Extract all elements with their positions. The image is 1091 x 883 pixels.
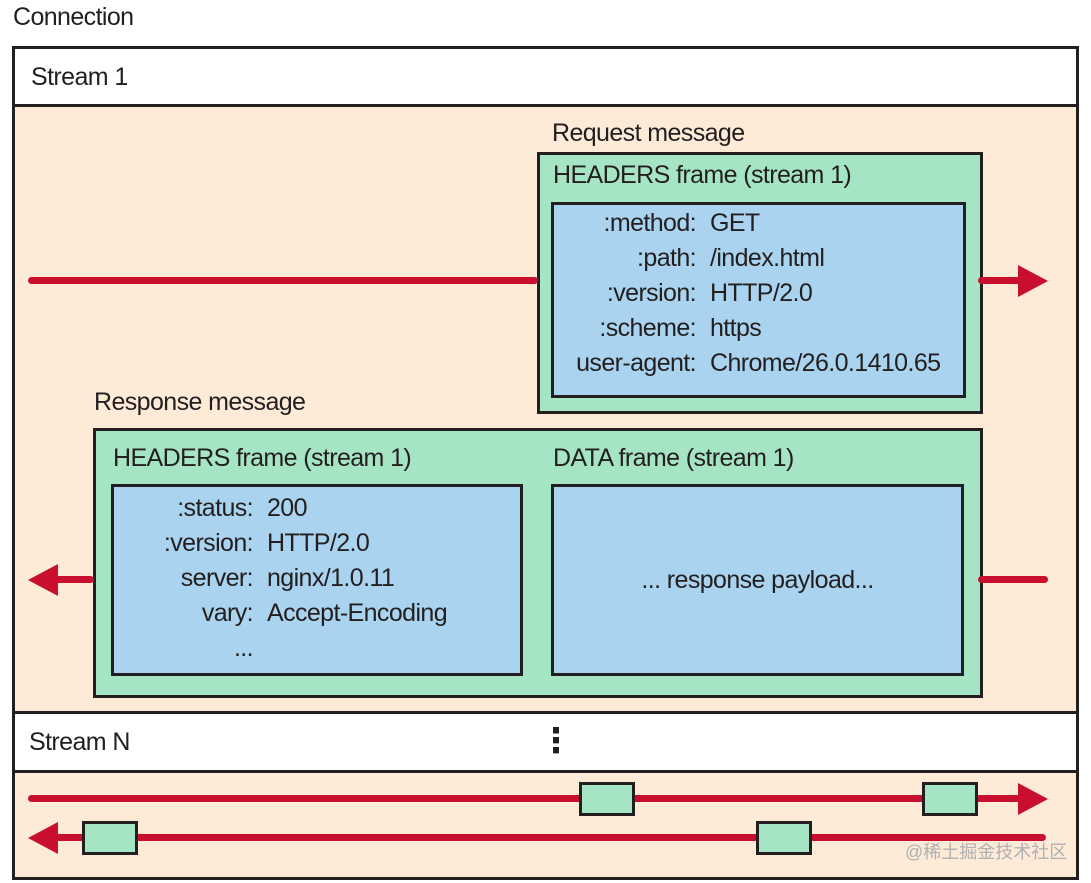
header-row: :version: HTTP/2.0 xyxy=(566,276,940,311)
header-value: nginx/1.0.11 xyxy=(267,564,395,592)
response-data-frame-title: DATA frame (stream 1) xyxy=(553,444,794,472)
header-key: :scheme: xyxy=(599,314,696,342)
watermark: @稀土掘金技术社区 xyxy=(905,842,1068,862)
response-payload: ... response payload... xyxy=(641,566,874,594)
request-message-heading: Request message xyxy=(552,119,745,147)
right-arrow-head-icon xyxy=(1018,265,1048,297)
stream-n-outgoing-line xyxy=(28,795,1024,802)
header-key: server: xyxy=(180,564,254,592)
frame-block xyxy=(82,821,138,855)
frame-block xyxy=(756,821,812,855)
header-value: Accept-Encoding xyxy=(267,599,448,627)
header-key: user-agent: xyxy=(576,349,696,377)
request-arrow-line-right xyxy=(978,277,1024,284)
header-value: Chrome/26.0.1410.65 xyxy=(710,349,941,377)
stream-n-incoming-line xyxy=(50,834,1046,841)
header-row: server: nginx/1.0.11 xyxy=(126,561,447,596)
header-value: 200 xyxy=(267,494,308,522)
header-row: :path: /index.html xyxy=(566,241,940,276)
response-data-block: ... response payload... xyxy=(551,484,964,676)
header-row: user-agent: Chrome/26.0.1410.65 xyxy=(566,346,941,381)
header-key: :version: xyxy=(606,279,697,307)
request-arrow-line-left xyxy=(28,277,538,284)
response-arrow-line-right xyxy=(978,576,1048,583)
frame-block xyxy=(579,782,635,816)
stream-n-band: Stream N ⋮ xyxy=(15,711,1076,773)
header-row: :status: 200 xyxy=(126,491,447,526)
left-arrow-head-icon xyxy=(28,822,58,854)
response-headers-block: :status: 200 :version: HTTP/2.0 server: ngi… xyxy=(111,484,523,676)
response-frame: HEADERS frame (stream 1) DATA frame (str… xyxy=(93,428,983,698)
response-arrow-line-left xyxy=(50,576,94,583)
connection-box: Stream 1 Request message HEADERS frame (… xyxy=(12,46,1079,880)
header-row: :method: GET xyxy=(566,206,940,241)
stream-n-label: Stream N xyxy=(29,728,130,756)
request-headers-list: :method: GET :path: /index.html :version: H… xyxy=(566,206,941,381)
vertical-ellipsis: ⋮ xyxy=(539,722,573,760)
header-row: :version: HTTP/2.0 xyxy=(126,526,447,561)
request-headers-frame: HEADERS frame (stream 1) :method: GET :pa… xyxy=(537,152,983,414)
request-headers-block: :method: GET :path: /index.html :version: H… xyxy=(551,202,966,398)
stream-1-label: Stream 1 xyxy=(31,63,128,91)
header-key: :method: xyxy=(603,209,697,237)
response-message-heading: Response message xyxy=(94,388,306,416)
header-row: :scheme: https xyxy=(566,311,940,346)
header-row: ... xyxy=(126,631,447,666)
response-headers-list: :status: 200 :version: HTTP/2.0 server: ngi… xyxy=(126,491,448,666)
header-key: :path: xyxy=(637,244,697,272)
connection-title: Connection xyxy=(13,3,134,31)
left-arrow-head-icon xyxy=(28,564,58,596)
header-key: ... xyxy=(233,634,254,662)
header-value: HTTP/2.0 xyxy=(267,529,370,557)
request-headers-frame-title: HEADERS frame (stream 1) xyxy=(553,161,852,189)
right-arrow-head-icon xyxy=(1018,783,1048,815)
header-key: vary: xyxy=(201,599,254,627)
stream-1-band: Stream 1 xyxy=(15,49,1076,107)
header-key: :status: xyxy=(177,494,253,522)
header-value: GET xyxy=(710,209,760,237)
header-value: HTTP/2.0 xyxy=(710,279,813,307)
header-row: vary: Accept-Encoding xyxy=(126,596,448,631)
response-headers-frame-title: HEADERS frame (stream 1) xyxy=(113,444,412,472)
header-value: https xyxy=(710,314,762,342)
header-value: /index.html xyxy=(710,244,825,272)
frame-block xyxy=(922,782,978,816)
header-key: :version: xyxy=(163,529,254,557)
